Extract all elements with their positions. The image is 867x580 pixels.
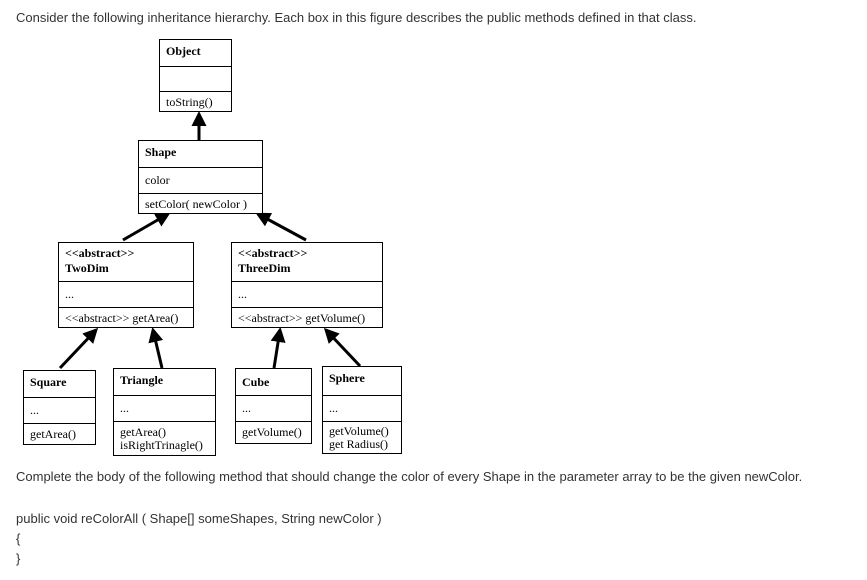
intro-text: Consider the following inheritance hiera… [16, 10, 697, 25]
arrow-triangle-to-twodim [148, 327, 164, 369]
class-shape: Shape color setColor( newColor ) [138, 140, 263, 214]
class-name: ThreeDim [238, 261, 291, 275]
class-header: <<abstract>> TwoDim [59, 243, 193, 281]
class-name: Triangle [120, 373, 164, 387]
arrow-sphere-to-threedim [323, 327, 362, 368]
class-cube: Cube ... getVolume() [235, 368, 312, 444]
class-methods: toString() [160, 91, 231, 111]
class-name: TwoDim [65, 261, 109, 275]
class-attributes: ... [114, 395, 215, 421]
class-name: Cube [242, 375, 270, 389]
method: getArea() [120, 425, 166, 439]
class-header: <<abstract>> ThreeDim [232, 243, 382, 281]
class-threedim: <<abstract>> ThreeDim ... <<abstract>> g… [231, 242, 383, 328]
class-name: Shape [145, 145, 177, 159]
class-methods: <<abstract>> getArea() [59, 307, 193, 327]
method: <<abstract>> getVolume() [238, 311, 366, 325]
arrow-threedim-to-shape [255, 212, 307, 242]
stereotype: <<abstract>> [238, 246, 308, 260]
open-brace: { [16, 531, 21, 546]
method: toString() [166, 95, 213, 109]
method: getVolume() [242, 425, 302, 439]
method: get Radius() [329, 437, 388, 451]
class-methods: <<abstract>> getVolume() [232, 307, 382, 327]
class-twodim: <<abstract>> TwoDim ... <<abstract>> get… [58, 242, 194, 328]
method: getVolume() [329, 424, 389, 438]
method-signature: public void reColorAll ( Shape[] someSha… [16, 511, 382, 526]
arrow-square-to-twodim [58, 327, 99, 370]
inheritance-arrows [58, 111, 362, 370]
class-attributes: color [139, 167, 262, 193]
method: setColor( newColor ) [145, 197, 247, 211]
class-methods: getArea() isRightTrinagle() [114, 421, 215, 455]
class-attributes: ... [59, 281, 193, 307]
method: isRightTrinagle() [120, 438, 203, 452]
class-square: Square ... getArea() [23, 370, 96, 445]
class-attributes: ... [236, 395, 311, 421]
class-object: Object toString() [159, 39, 232, 112]
class-methods: getVolume() [236, 421, 311, 443]
class-attributes [160, 66, 231, 91]
class-methods: setColor( newColor ) [139, 193, 262, 213]
class-attributes: ... [232, 281, 382, 307]
class-attributes: ... [24, 397, 95, 423]
arrow-cube-to-threedim [270, 327, 286, 369]
class-triangle: Triangle ... getArea() isRightTrinagle() [113, 368, 216, 456]
class-methods: getVolume() get Radius() [323, 421, 401, 453]
class-name: Square [30, 375, 67, 389]
arrow-twodim-to-shape [122, 212, 171, 242]
class-sphere: Sphere ... getVolume() get Radius() [322, 366, 402, 454]
class-name: Object [166, 44, 201, 58]
stereotype: <<abstract>> [65, 246, 135, 260]
question-text: Complete the body of the following metho… [16, 469, 803, 484]
class-methods: getArea() [24, 423, 95, 444]
class-name: Sphere [329, 371, 365, 385]
class-attributes: ... [323, 395, 401, 421]
method: <<abstract>> getArea() [65, 311, 179, 325]
method: getArea() [30, 427, 76, 441]
close-brace: } [16, 551, 21, 566]
